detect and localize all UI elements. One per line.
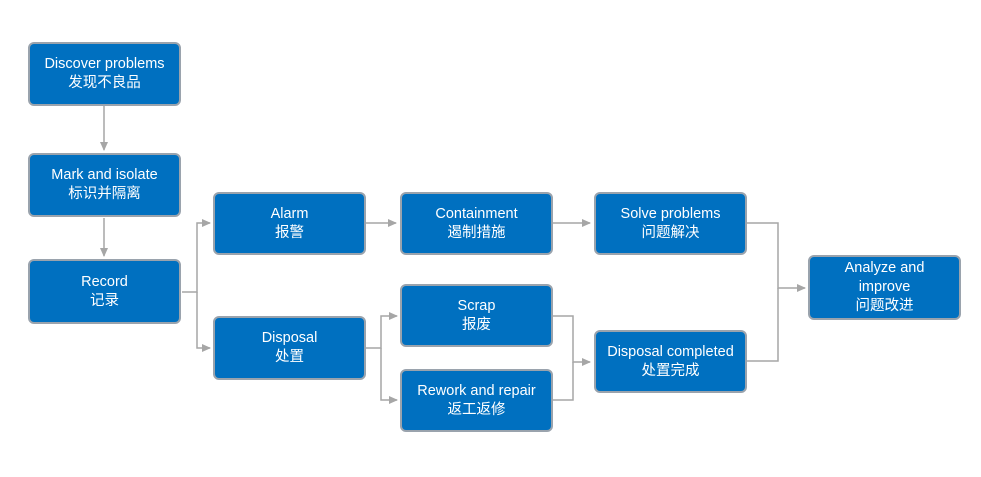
node-label-zh: 发现不良品 — [68, 75, 141, 91]
line-rework-to-completed — [553, 362, 574, 401]
arrow-disposal-to-rework — [380, 348, 398, 404]
arrow-solve-to-analyze — [747, 222, 806, 292]
node-label-en: Analyze and improve — [844, 260, 925, 295]
node-label-zh: 问题解决 — [641, 224, 700, 241]
node-label-en: Discover problems — [44, 56, 165, 72]
node-rework-and-repair: Rework and repair 返工返修 — [400, 369, 553, 432]
node-label-en: Containment — [435, 205, 518, 222]
node-label-zh: 报警 — [275, 224, 304, 241]
node-label-en: Solve problems — [620, 205, 721, 222]
node-label-en: Mark and isolate — [51, 167, 158, 183]
arrow-scrap-to-completed — [553, 315, 591, 366]
node-disposal-completed: Disposal completed 处置完成 — [594, 330, 747, 393]
node-label-en: Scrap — [457, 297, 496, 314]
node-alarm: Alarm 报警 — [213, 192, 366, 255]
node-label-zh: 处置完成 — [641, 362, 700, 379]
node-disposal: Disposal 处置 — [213, 316, 366, 380]
node-containment: Containment 遏制措施 — [400, 192, 553, 255]
node-label-zh: 报废 — [462, 316, 491, 333]
arrow-disposal-to-scrap — [366, 312, 398, 349]
node-label-zh: 标识并隔离 — [68, 186, 141, 202]
node-label-zh: 返工返修 — [447, 401, 506, 418]
node-label-en: Disposal — [261, 330, 318, 346]
node-label-en: Rework and repair — [417, 382, 536, 399]
node-label-en: Record — [81, 273, 128, 290]
arrow-record-to-alarm — [182, 219, 211, 293]
node-label-zh: 问题改进 — [855, 298, 914, 314]
line-completed-to-analyze — [747, 288, 779, 362]
arrow-record-to-disposal — [196, 292, 211, 352]
node-label-zh: 遏制措施 — [447, 224, 506, 241]
node-record: Record 记录 — [28, 259, 181, 324]
node-solve-problems: Solve problems 问题解决 — [594, 192, 747, 255]
node-label-en: Alarm — [270, 205, 309, 222]
node-scrap: Scrap 报废 — [400, 284, 553, 347]
node-label-zh: 记录 — [90, 292, 119, 309]
node-mark-and-isolate: Mark and isolate 标识并隔离 — [28, 153, 181, 217]
node-discover-problems: Discover problems 发现不良品 — [28, 42, 181, 106]
node-label-zh: 处置 — [275, 349, 304, 365]
node-label-en: Disposal completed — [607, 343, 734, 360]
node-analyze-and-improve: Analyze and improve 问题改进 — [808, 255, 961, 320]
